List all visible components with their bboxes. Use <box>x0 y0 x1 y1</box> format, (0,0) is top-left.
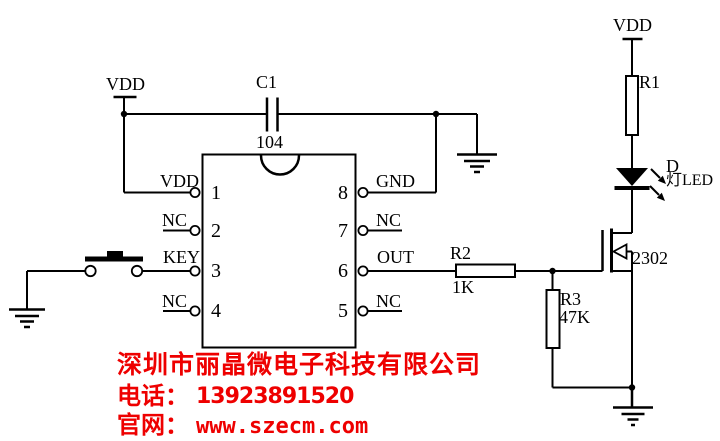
pin4-number: 4 <box>211 300 221 322</box>
company-name: 深圳市丽晶微电子科技有限公司 <box>117 350 482 379</box>
ground-symbol-top-right-icon <box>457 153 497 174</box>
website-url: www.szecm.com <box>196 414 369 439</box>
pin1-number: 1 <box>211 182 221 204</box>
pin5-number: 5 <box>338 300 348 322</box>
mosfet-part-label: 2302 <box>632 248 668 268</box>
pin8-net-label: GND <box>376 171 415 191</box>
led-icon <box>614 168 666 233</box>
led-ref-label: D <box>666 156 679 176</box>
vdd-left-label: VDD <box>106 74 145 94</box>
led-name-label: 灯LED <box>666 172 714 189</box>
r3-ref-label: R3 <box>560 289 582 309</box>
ic-right-pins <box>357 114 456 317</box>
r2-value-label: 1K <box>452 277 474 297</box>
phone-number: 13923891520 <box>196 384 354 409</box>
ground-symbol-bottom-right-icon <box>613 387 653 427</box>
push-button-icon <box>26 251 144 309</box>
r1-ref-label: R1 <box>639 72 661 92</box>
pin6-net-label: OUT <box>377 247 414 267</box>
ic-left-pins <box>124 186 201 317</box>
website-label: 官网： <box>117 411 189 439</box>
pin3-net-label: KEY <box>163 247 200 267</box>
r2-ref-label: R2 <box>450 243 472 263</box>
pin8-number: 8 <box>338 182 348 204</box>
pin7-number: 7 <box>338 220 348 242</box>
c1-ref-label: C1 <box>256 72 278 92</box>
r3-value-label: 47K <box>559 307 590 327</box>
phone-label: 电话： <box>117 382 189 410</box>
top-rail-wire <box>120 110 478 154</box>
resistor-r1-icon <box>625 75 639 168</box>
vdd-symbol-right-icon <box>622 37 643 76</box>
ic-body <box>201 153 357 349</box>
pin6-number: 6 <box>338 260 348 282</box>
vdd-right-label: VDD <box>613 15 652 35</box>
pin1-net-label: VDD <box>160 171 199 191</box>
resistor-r3-icon <box>545 271 636 391</box>
pin3-number: 3 <box>211 260 221 282</box>
pin5-net-label: NC <box>376 291 402 311</box>
capacitor-c1-icon <box>265 97 279 132</box>
pin2-net-label: NC <box>162 210 188 230</box>
resistor-r2-icon <box>455 263 603 278</box>
mosfet-icon <box>601 228 633 388</box>
pin7-net-label: NC <box>376 210 402 230</box>
c1-value-label: 104 <box>256 132 283 152</box>
ground-symbol-left-icon <box>9 308 45 329</box>
pin4-net-label: NC <box>162 291 188 311</box>
pin2-number: 2 <box>211 220 221 242</box>
